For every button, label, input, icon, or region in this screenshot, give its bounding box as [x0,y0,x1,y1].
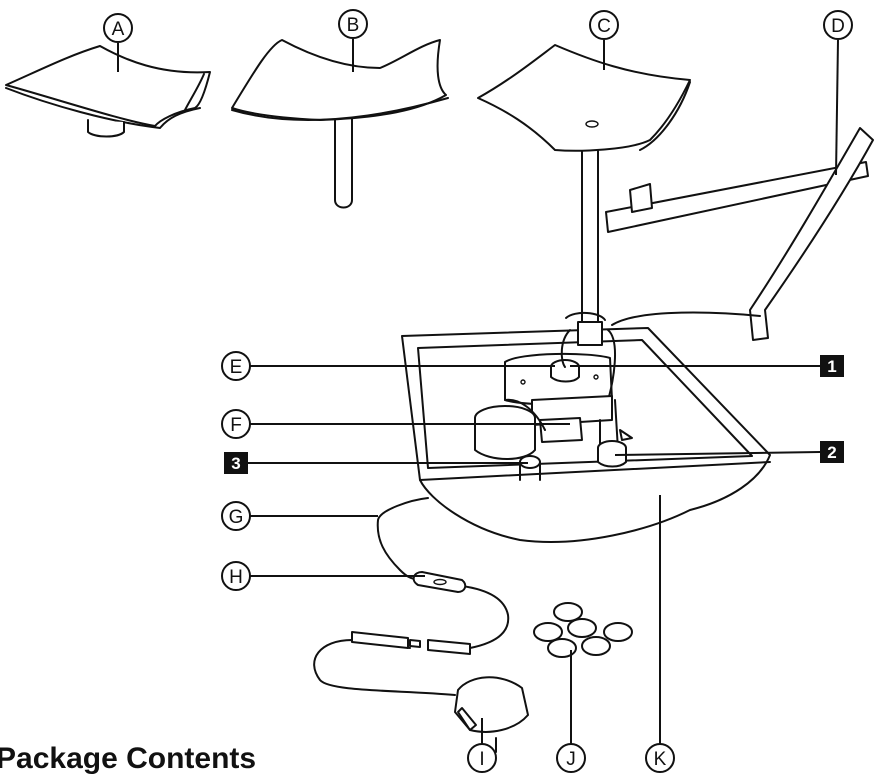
part-k-basin [401,327,771,543]
part-a-dish [5,45,211,138]
callout-i: I [467,718,497,773]
part-h-switch [412,571,467,593]
callout-f: F [221,409,570,439]
callout-2: 2 [614,441,844,463]
part-c-dish-on-pole [477,44,691,326]
callout-j: J [556,650,586,773]
part-d-tube [605,127,874,341]
svg-text:I: I [479,749,484,770]
part-j-pads [533,602,633,658]
part-b-dish-with-stem [231,39,449,209]
callout-e: E [221,351,555,381]
part-g-cord [313,497,510,696]
svg-text:2: 2 [827,443,836,462]
valve-2 [597,429,633,468]
part-i-adapter [454,676,529,756]
callout-h: H [221,561,425,591]
svg-text:C: C [597,16,611,37]
svg-text:G: G [229,507,244,528]
part-f-light [474,398,546,460]
svg-text:A: A [112,19,125,40]
callout-3: 3 [224,452,528,474]
svg-text:H: H [229,567,243,588]
callout-a: A [103,13,133,72]
tube-connector [565,311,761,346]
callout-1: 1 [570,355,844,377]
callout-k: K [645,495,675,773]
svg-text:E: E [230,357,243,378]
svg-text:1: 1 [827,357,836,376]
callout-g: G [221,501,378,531]
svg-text:B: B [347,15,360,36]
package-contents-heading: Package Contents [0,742,257,775]
svg-text:3: 3 [231,454,240,473]
svg-text:J: J [566,749,576,770]
callout-b: B [338,9,368,72]
callout-d: D [823,10,853,176]
connector-plugs [351,631,471,655]
svg-text:F: F [230,415,242,436]
callout-c: C [589,10,619,70]
svg-text:D: D [831,16,845,37]
svg-text:K: K [654,749,667,770]
